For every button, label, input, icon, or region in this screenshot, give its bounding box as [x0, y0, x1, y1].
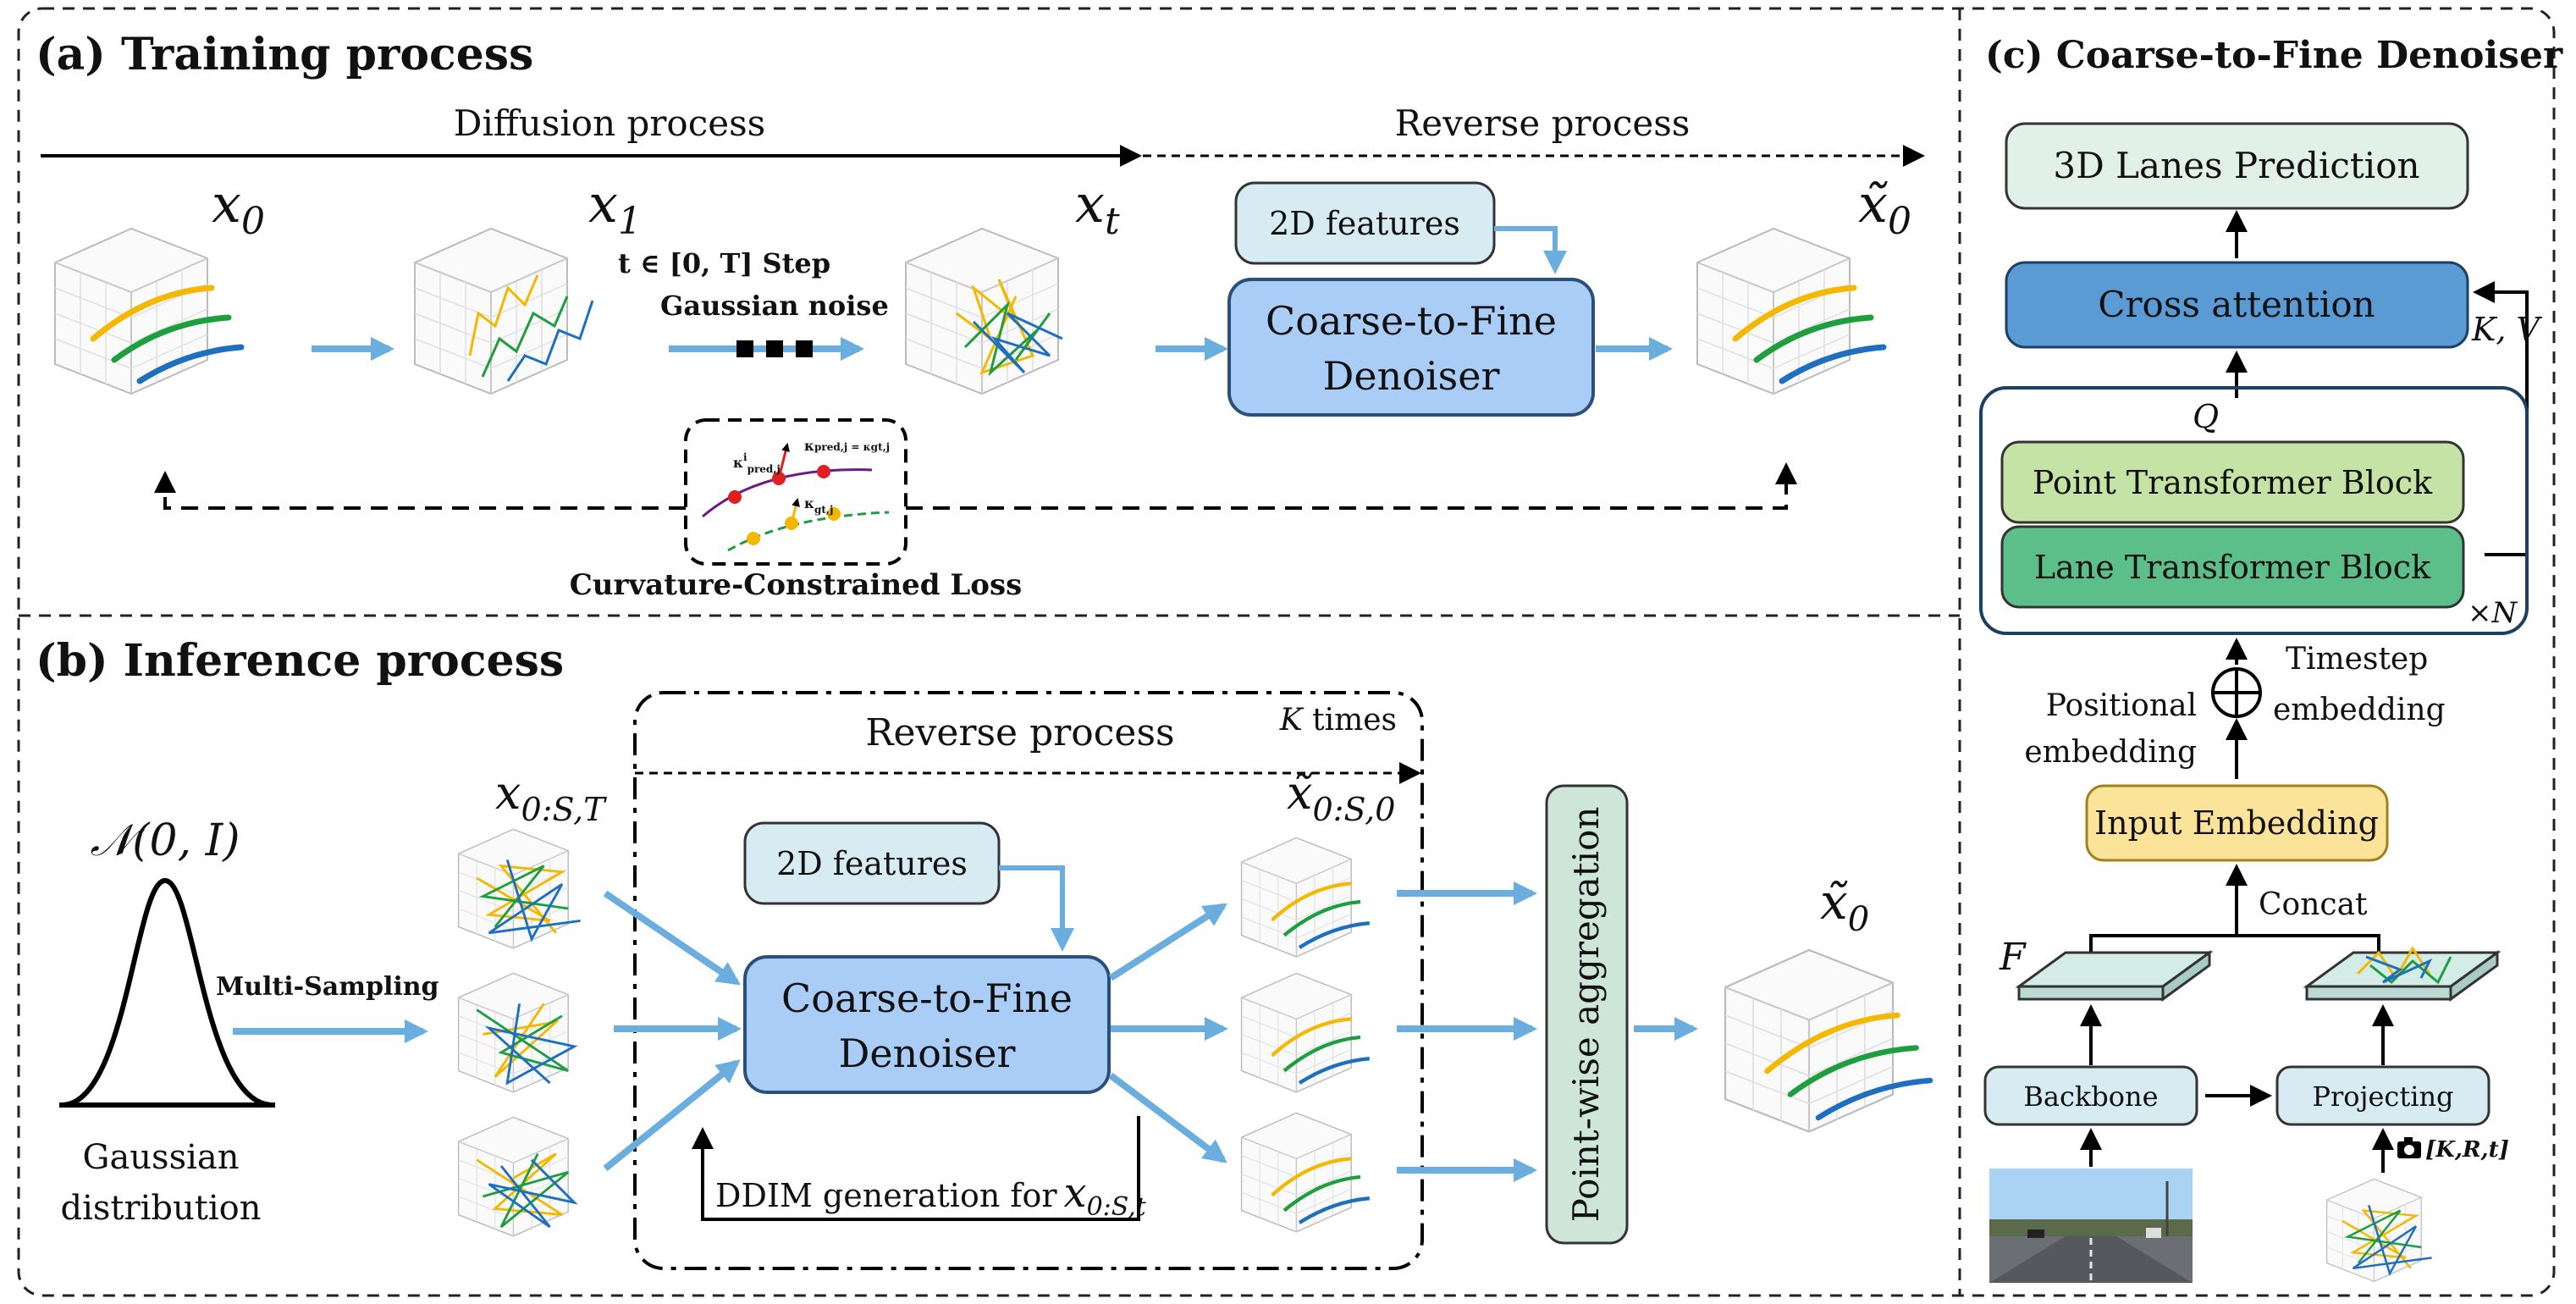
positional-line2: embedding	[2024, 735, 2197, 770]
backbone-box	[1983, 1065, 2198, 1126]
reverse-process-label-a: Reverse process	[1395, 102, 1691, 144]
loss-arrow-right	[906, 462, 1797, 510]
plot-sample-2	[457, 972, 578, 1093]
add-icon	[2211, 667, 2262, 718]
arrow-sample1-denoiser	[603, 890, 741, 986]
cross-attention-label: Cross attention	[2098, 284, 2375, 325]
denoiser-b-line1: Coarse-to-Fine	[781, 975, 1073, 1021]
input-embedding-box	[2085, 784, 2389, 862]
point-wise-aggregation-box	[1545, 784, 1629, 1245]
denoiser-b-line2: Denoiser	[839, 1030, 1016, 1076]
arrow-features-denoiser-a	[1494, 226, 1567, 274]
diffusion-process-label: Diffusion process	[454, 102, 765, 144]
loss-arrow-left	[154, 471, 686, 510]
gaussian-label-line2: distribution	[61, 1189, 262, 1228]
road-image	[1989, 1169, 2193, 1283]
plot-x1	[414, 228, 594, 395]
curvature-illustration	[702, 443, 890, 552]
kv-label: K, V	[2471, 311, 2543, 348]
features-2d-a	[1234, 181, 1496, 265]
transformer-stack-box	[1979, 386, 2529, 635]
denoiser-a-line1: Coarse-to-Fine	[1266, 298, 1557, 344]
curvature-loss-box	[684, 418, 907, 566]
curvature-loss-label: Curvature-Constrained Loss	[570, 568, 1023, 602]
projecting-label: Projecting	[2312, 1080, 2453, 1113]
gaussian-noise-label: Gaussian noise	[660, 290, 889, 322]
reverse-process-label-b: Reverse process	[865, 711, 1174, 754]
denoiser-a-line2: Denoiser	[1323, 353, 1500, 399]
ddim-loop-arrow	[692, 1116, 1140, 1221]
lane-transformer-block	[2000, 525, 2465, 609]
kappa-pred-label: κipred,j	[733, 451, 781, 475]
plot-x0	[54, 228, 245, 395]
q-label: Q	[2193, 398, 2219, 435]
times-n-label: ×N	[2468, 596, 2518, 630]
plot-sample-3	[457, 1116, 578, 1237]
feature-f-label: F	[1999, 936, 2027, 979]
panel-b-title: (b) Inference process	[36, 635, 564, 687]
concat-label: Concat	[2259, 887, 2368, 922]
plot-x0-tilde	[1696, 228, 1887, 395]
x1-label: x1	[588, 173, 642, 243]
positional-line1: Positional	[2046, 688, 2197, 723]
kappa-gt-label: κgt,j	[804, 495, 833, 516]
backbone-label: Backbone	[2023, 1080, 2158, 1113]
step-label: t ∈ [0, T] Step	[618, 247, 830, 279]
arrow-sample3-denoiser	[603, 1059, 741, 1172]
plot-output-1	[1240, 837, 1370, 958]
gaussian-curve	[63, 877, 272, 1108]
x0-tilde-label: x̃0	[1858, 173, 1911, 243]
x0-label: x0	[212, 173, 265, 243]
plot-output-2	[1240, 972, 1370, 1093]
multi-sampling-label: Multi-Sampling	[216, 972, 439, 1002]
k-times-box	[633, 691, 1424, 1270]
denoiser-a	[1227, 278, 1595, 417]
projecting-box	[2275, 1065, 2491, 1126]
kappa-equal-label: κpred,j = κgt,j	[804, 438, 890, 454]
gaussian-label-line1: Gaussian	[82, 1138, 239, 1177]
lane-transformer-label: Lane Transformer Block	[2034, 549, 2431, 586]
plot-output-3	[1240, 1112, 1370, 1233]
plot-final-output	[1724, 948, 1933, 1133]
arrow-denoiser-out1	[1108, 903, 1228, 981]
feature-map-plate	[2015, 950, 2214, 1002]
point-transformer-label: Point Transformer Block	[2033, 464, 2433, 501]
xt-label: xt	[1075, 173, 1120, 243]
final-output-label: x̃0	[1820, 873, 1869, 939]
prediction-box	[2005, 122, 2469, 210]
k-times-label: K times	[1279, 703, 1397, 738]
plot-sample-1	[457, 828, 581, 949]
camera-icon	[2397, 1137, 2421, 1158]
timestep-line1: Timestep	[2286, 642, 2428, 677]
plot-xt	[905, 228, 1063, 395]
timestep-line2: embedding	[2273, 693, 2446, 727]
features-2d-b-label: 2D features	[776, 845, 968, 882]
denoiser-b	[743, 955, 1111, 1094]
cross-attention-box	[2005, 261, 2469, 349]
outer-frame	[17, 7, 2556, 1297]
arrow-denoiser-out3	[1108, 1072, 1227, 1163]
point-wise-aggregation-label: Point-wise aggregation	[1565, 807, 1607, 1223]
camera-params-label: [K,R,t]	[2425, 1137, 2509, 1163]
x-input-label: x0:S,T	[495, 766, 607, 828]
prediction-label: 3D Lanes Prediction	[2053, 145, 2419, 186]
input-embedding-label: Input Embedding	[2094, 804, 2379, 842]
ellipsis-dots	[736, 340, 813, 357]
normal-distribution-symbol: 𝒩(0, I)	[90, 815, 240, 866]
plot-noisy-input	[2325, 1178, 2432, 1282]
projected-lanes-plate	[2303, 946, 2502, 1002]
point-transformer-block	[2000, 440, 2465, 524]
panel-c-title: (c) Coarse-to-Fine Denoiser	[1985, 34, 2563, 77]
panel-a-title: (a) Training process	[36, 29, 533, 80]
features-2d-b	[743, 821, 1001, 905]
x-output-label: x̃0:S,0	[1287, 766, 1395, 828]
arrow-features-denoiser-b	[999, 865, 1074, 952]
features-2d-a-label: 2D features	[1269, 205, 1460, 242]
